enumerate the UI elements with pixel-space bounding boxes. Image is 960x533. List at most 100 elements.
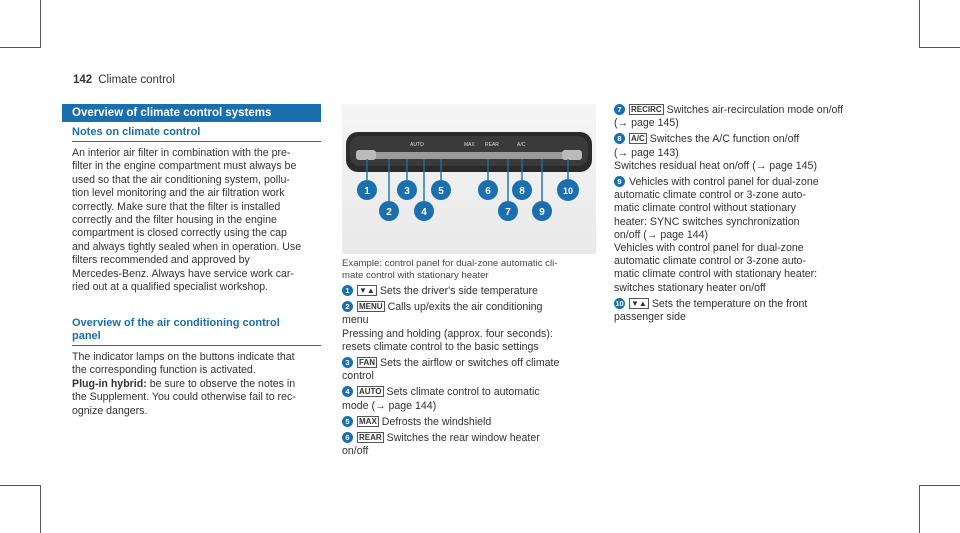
text-line: passenger side xyxy=(614,311,686,323)
callout-6: 6 xyxy=(485,186,491,197)
text-line: Switches air-recirculation mode on/off xyxy=(666,104,844,116)
text-line: be sure to observe the notes in xyxy=(146,377,296,390)
callout-7: 7 xyxy=(505,207,511,218)
text-line: filter in the engine compartment must al… xyxy=(72,160,297,173)
legend-item: 9 Vehicles with control panel for dual-zo… xyxy=(614,176,894,295)
text-line: (→ page 145) xyxy=(614,117,679,130)
panel-label: REAR xyxy=(485,142,499,148)
callout-3: 3 xyxy=(404,186,410,197)
text-line: ognize dangers. xyxy=(72,404,148,417)
text-line: Sets the airflow or switches off climate xyxy=(380,357,560,369)
text-line: compartment is closed correctly using th… xyxy=(72,227,287,240)
plugin-label: Plug-in hybrid: xyxy=(72,377,147,390)
callout-number: 4 xyxy=(342,386,353,398)
control-panel-photo: AUTO A/C MAX REAR 1 2 3 4 5 6 7 8 9 10 xyxy=(342,104,596,254)
panel-label: A/C xyxy=(517,142,526,148)
button-glyph-icon: REAR xyxy=(357,432,384,443)
text-line: Sets the driver's side temperature xyxy=(379,285,538,297)
text-line: ried out at a qualified specialist works… xyxy=(72,281,269,294)
text-line: Sets climate control to automatic xyxy=(386,386,540,399)
callout-number: 7 xyxy=(614,104,625,115)
callout-8: 8 xyxy=(519,186,525,197)
text-line: Switches the A/C function on/off xyxy=(649,133,800,146)
text-line: switches stationary heater on/off xyxy=(614,281,766,294)
callout-number: 1 xyxy=(342,285,353,296)
text-line: automatic climate control or 3-zone auto… xyxy=(614,255,806,268)
text-line: tion level monitoring and the air filtra… xyxy=(72,187,285,200)
text-line: correctly and the filter housing in the … xyxy=(72,214,277,227)
text-line: on/off xyxy=(342,445,369,458)
text-line: mode (→ page 144) xyxy=(342,399,437,412)
overview-heading-line: panel xyxy=(72,330,101,342)
crop-mark xyxy=(40,485,41,533)
text-line: Mercedes-Benz. Always have service work … xyxy=(72,267,294,280)
notes-heading: Notes on climate control xyxy=(72,126,201,138)
callout-number: 9 xyxy=(614,176,625,187)
button-glyph-icon: MENU xyxy=(357,301,385,313)
text-line: the corresponding function is activated. xyxy=(72,364,256,377)
callout-10: 10 xyxy=(563,186,573,196)
button-glyph-icon: A/C xyxy=(629,133,647,145)
crop-mark xyxy=(919,0,920,48)
caption-line: Example: control panel for dual-zone aut… xyxy=(342,258,558,269)
panel-label: AUTO xyxy=(410,142,424,148)
text-line: Vehicles with control panel for dual-zon… xyxy=(629,176,819,188)
control-panel-illustration: AUTO A/C MAX REAR 1 2 3 4 5 6 7 8 9 10 xyxy=(346,132,592,221)
text-line: used so that the air conditioning system… xyxy=(72,173,290,186)
text-line: Switches the rear window heater xyxy=(386,432,540,444)
text-line: heater: SYNC switches synchronization xyxy=(614,215,800,228)
overview-heading: Overview of the air conditioning control… xyxy=(72,317,280,343)
heading-rule xyxy=(72,345,321,346)
text-line: The indicator lamps on the buttons indic… xyxy=(72,351,295,363)
text-line: resets climate control to the basic sett… xyxy=(342,340,539,353)
text-line: An interior air filter in combination wi… xyxy=(72,147,291,159)
callout-9: 9 xyxy=(539,207,545,218)
crop-mark xyxy=(919,485,920,533)
text-line: menu xyxy=(342,314,369,327)
callout-5: 5 xyxy=(438,186,444,197)
crop-mark xyxy=(919,485,960,486)
text-line: (→ page 143) xyxy=(614,146,679,159)
caption-line: mate control with stationary heater xyxy=(342,270,489,281)
callout-number: 10 xyxy=(614,297,625,309)
figure-caption: Example: control panel for dual-zone aut… xyxy=(342,258,598,282)
crop-mark xyxy=(919,47,960,48)
callout-1: 1 xyxy=(364,186,370,197)
callout-number: 2 xyxy=(342,301,353,313)
text-line: matic climate control without stationary xyxy=(614,202,796,215)
text-line: Pressing and holding (approx. four secon… xyxy=(342,327,553,340)
section-name: Climate control xyxy=(98,74,175,86)
crop-mark xyxy=(0,485,41,486)
button-glyph-icon: FAN xyxy=(357,357,377,368)
overview-paragraph: The indicator lamps on the buttons indic… xyxy=(72,351,324,418)
button-glyph-icon: MAX xyxy=(357,415,379,427)
callout-number: 3 xyxy=(342,357,353,368)
text-line: automatic climate control or 3-zone auto… xyxy=(614,189,806,202)
text-line: control xyxy=(342,370,374,383)
text-line: filters recommended and approved by xyxy=(72,254,250,267)
callout-number: 8 xyxy=(614,133,625,145)
button-glyph-icon: ▼▲ xyxy=(629,297,649,309)
text-line: Defrosts the windshield xyxy=(381,415,492,428)
callout-4: 4 xyxy=(421,207,427,218)
text-line: and always tightly sealed when in operat… xyxy=(72,240,302,253)
text-line: Calls up/exits the air conditioning xyxy=(387,301,543,314)
text-line: on/off (→ page 144) xyxy=(614,228,709,241)
heading-rule xyxy=(72,141,321,142)
crop-mark xyxy=(0,47,41,48)
section-title: Overview of climate control systems xyxy=(62,104,321,122)
page-header: 142 Climate control xyxy=(73,74,175,86)
legend-item: 1▼▲Sets the driver's side temperature xyxy=(342,285,600,298)
button-glyph-icon: RECIRC xyxy=(629,104,664,115)
page-number: 142 xyxy=(73,74,93,86)
text-line: Sets the temperature on the front xyxy=(651,297,808,310)
callout-2: 2 xyxy=(386,207,392,218)
text-line: Switches residual heat on/off (→ page 14… xyxy=(614,159,817,172)
